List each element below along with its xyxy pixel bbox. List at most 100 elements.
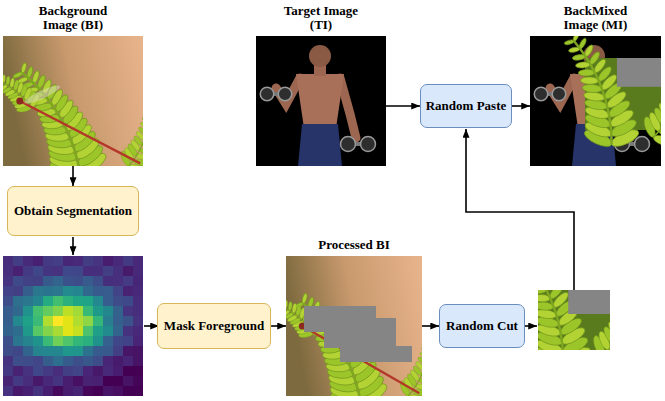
segmentation-cell xyxy=(63,356,73,366)
segmentation-cell xyxy=(103,346,113,356)
mixed-image xyxy=(530,36,661,166)
segmentation-cell xyxy=(73,296,83,306)
segmentation-cell xyxy=(23,376,33,386)
dumbbell-weight xyxy=(260,87,274,101)
segmentation-cell xyxy=(63,306,73,316)
segmentation-cell xyxy=(63,376,73,386)
dumbbell-weight xyxy=(552,87,566,101)
segmentation-cell xyxy=(33,306,43,316)
flow-arrow xyxy=(386,105,420,107)
segmentation-cell xyxy=(123,316,133,326)
fern-stem xyxy=(538,290,573,350)
segmentation-cell xyxy=(13,356,23,366)
segmentation-cell xyxy=(83,326,93,336)
fern-leaflet xyxy=(3,75,6,83)
shorts xyxy=(298,124,342,166)
segmentation-cell xyxy=(83,296,93,306)
segmentation-cell xyxy=(3,296,13,306)
flow-arrow xyxy=(271,325,286,327)
segmentation-cell xyxy=(123,286,133,296)
segmentation-cell xyxy=(63,366,73,376)
segmentation-cell xyxy=(13,276,23,286)
segmentation-cell xyxy=(53,376,63,386)
segmentation-cell xyxy=(43,256,53,266)
segmentation-cell xyxy=(133,326,143,336)
image-heading: Target Image (TI) xyxy=(284,4,359,33)
fern-stem xyxy=(23,68,89,166)
segmentation-cell xyxy=(73,286,83,296)
text-holder: Obtain Segmentation xyxy=(14,204,132,219)
segmentation-cell xyxy=(73,326,83,336)
flow-arrow xyxy=(523,325,537,327)
masked-region xyxy=(568,290,610,314)
segmentation-cell xyxy=(3,316,13,326)
segmentation-cell xyxy=(63,386,73,396)
segmentation-cell xyxy=(43,346,53,356)
heading-holder: Target Image (TI) xyxy=(284,4,359,33)
segmentation-cell xyxy=(133,316,143,326)
segmentation-cell xyxy=(93,266,103,276)
segmentation-cell xyxy=(3,376,13,386)
process-box: Obtain Segmentation xyxy=(7,186,139,236)
segmentation-cell xyxy=(63,316,73,326)
segmentation-cell xyxy=(93,366,103,376)
segmentation-cell xyxy=(73,366,83,376)
segmentation-cell xyxy=(93,296,103,306)
fern-frond xyxy=(115,101,143,166)
dumbbell xyxy=(341,137,376,152)
heading-holder: BackMixed Image (MI) xyxy=(546,4,646,33)
segmentation-cell xyxy=(133,336,143,346)
segmentation-cell xyxy=(53,356,63,366)
segmentation-cell xyxy=(123,326,133,336)
segmentation-cell xyxy=(123,346,133,356)
segmentation-cell xyxy=(23,286,33,296)
segmentation-cell xyxy=(103,376,113,386)
segmentation-cell xyxy=(23,346,33,356)
fern-leaflet xyxy=(138,126,143,135)
segmentation-cell xyxy=(33,386,43,396)
segmentation-cell xyxy=(93,386,103,396)
segmentation-cell xyxy=(53,276,63,286)
segmentation-cell xyxy=(103,386,113,396)
segmentation-cell xyxy=(103,276,113,286)
segmentation-cell xyxy=(113,346,123,356)
segmentation-cell xyxy=(113,336,123,346)
segmentation-cell xyxy=(83,266,93,276)
segmentation-cell xyxy=(73,276,83,286)
segmentation-cell xyxy=(73,256,83,266)
segmentation-cell xyxy=(133,306,143,316)
segmentation-cell xyxy=(13,376,23,386)
segmentation-cell xyxy=(63,346,73,356)
segmentation-cell xyxy=(53,296,63,306)
segmentation-cell xyxy=(103,296,113,306)
segmentation-cell xyxy=(123,296,133,306)
flow-arrow xyxy=(72,237,74,255)
box-label: Random Cut xyxy=(446,319,518,334)
segmentation-cell xyxy=(43,296,53,306)
fern-leaflet xyxy=(286,300,288,308)
segmentation-cell xyxy=(73,386,83,396)
segmentation-cell xyxy=(133,376,143,386)
segmentation-cell xyxy=(33,336,43,346)
fern-leaflet xyxy=(572,36,580,42)
segmentation-cell xyxy=(33,296,43,306)
segmentation-cell xyxy=(93,306,103,316)
segmentation-cell xyxy=(103,356,113,366)
segmentation-cell xyxy=(103,366,113,376)
fern-leaflet xyxy=(417,356,422,365)
fern-leaflet xyxy=(140,122,143,130)
segmentation-cell xyxy=(13,366,23,376)
dumbbell-weight xyxy=(534,87,548,101)
segmentation-cell xyxy=(13,386,23,396)
segmentation-cell xyxy=(33,376,43,386)
segmentation-cell xyxy=(43,366,53,376)
segmentation-cell xyxy=(3,386,13,396)
segmentation-cell xyxy=(23,306,33,316)
segmentation-cell xyxy=(123,366,133,376)
segmentation-cell xyxy=(33,356,43,366)
segmentation-cell xyxy=(13,326,23,336)
segmentation-cell xyxy=(93,276,103,286)
segmentation-cell xyxy=(93,286,103,296)
segmentation-cell xyxy=(53,256,63,266)
